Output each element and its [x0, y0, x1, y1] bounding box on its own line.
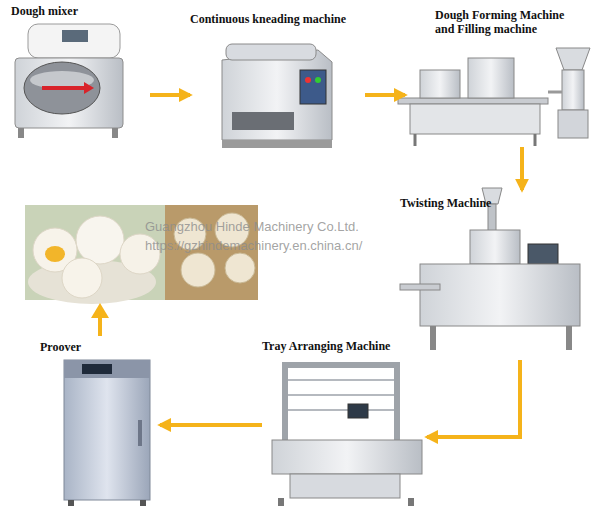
tray-arranging-drawing [288, 379, 394, 381]
forming-filling-drawing [398, 98, 548, 104]
flow-arrow [98, 316, 102, 336]
forming-filling-drawing [556, 48, 590, 70]
proover-drawing [82, 364, 112, 374]
flow-arrow [365, 93, 405, 97]
forming-filling-drawing [398, 48, 590, 146]
twisting-machine-drawing [420, 264, 580, 326]
twisting-machine-drawing [430, 326, 436, 350]
product-photo [45, 246, 65, 262]
dough-mixer-drawing [62, 30, 88, 42]
tray-arranging-drawing [278, 498, 284, 506]
flow-arrow [520, 147, 524, 190]
twisting-machine-drawing [566, 326, 572, 350]
product-photo [225, 253, 255, 283]
machine-label: Dough Forming Machine and Filling machin… [435, 8, 580, 36]
watermark-text: https://gzhindemachinery.en.china.cn/ [145, 238, 362, 253]
tray-arranging-drawing [272, 362, 422, 506]
forming-filling-drawing [562, 70, 584, 110]
tray-arranging-drawing [272, 440, 422, 474]
watermark-text: Guangzhou Hinde Machinery Co.Ltd. [145, 219, 359, 234]
machine-label: Proover [40, 340, 140, 354]
flow-arrow [427, 360, 520, 437]
flow-arrow [150, 93, 190, 97]
forming-filling-drawing [558, 110, 588, 138]
dough-mixer-drawing [15, 24, 123, 138]
machine-label: Twisting Machine [400, 196, 520, 210]
product-photo [181, 253, 215, 287]
flow-arrow [160, 423, 262, 427]
forming-filling-drawing [468, 58, 514, 98]
kneading-machine-drawing [300, 70, 326, 104]
flow-arrow [91, 303, 109, 336]
twisting-machine-drawing [528, 244, 558, 264]
flow-arrow [91, 303, 109, 318]
dough-mixer-drawing [42, 86, 84, 90]
kneading-machine-drawing [232, 112, 294, 130]
machine-node: Dough mixer [5, 4, 150, 146]
dough-mixer-drawing [15, 58, 123, 128]
machine-node: Tray Arranging Machine [262, 337, 427, 509]
forming-filling-drawing [548, 91, 562, 94]
dough-mixer-drawing [84, 82, 94, 94]
kneading-machine-drawing [222, 50, 332, 140]
dough-mixer-drawing [112, 128, 118, 138]
tray-arranging-drawing [288, 394, 394, 396]
tray-arranging-drawing [408, 498, 414, 506]
machine-label: Dough mixer [11, 4, 141, 18]
kneading-machine-drawing [305, 77, 311, 83]
dough-mixer-drawing [18, 128, 24, 138]
proover-drawing [64, 360, 150, 500]
forming-filling-drawing [420, 70, 460, 98]
machine-node: Proover [35, 338, 160, 508]
machine-label: Continuous kneading machine [190, 12, 365, 26]
proover-drawing [64, 360, 150, 378]
forming-filling-drawing [410, 104, 540, 134]
machine-node: Dough Forming Machine and Filling machin… [405, 5, 598, 147]
dough-mixer-drawing [28, 24, 120, 58]
dough-mixer-drawing [24, 62, 100, 114]
product-photo [62, 258, 102, 298]
proover-drawing [68, 500, 74, 506]
twisting-machine-drawing [400, 284, 440, 290]
product-photo [76, 216, 124, 264]
twisting-machine-drawing [400, 188, 580, 350]
proover-drawing [64, 360, 150, 506]
kneading-machine-drawing [222, 140, 332, 148]
tray-arranging-drawing [282, 362, 400, 368]
tray-arranging-drawing [348, 404, 368, 418]
tray-arranging-drawing [288, 409, 394, 411]
machine-node: Continuous kneading machine [190, 10, 365, 152]
machine-node: Twisting Machine [395, 190, 595, 360]
machine-label: Tray Arranging Machine [262, 339, 422, 353]
forming-filling-drawing [534, 134, 537, 146]
kneading-machine-drawing [315, 77, 321, 83]
proover-drawing [138, 420, 142, 446]
twisting-machine-drawing [470, 230, 520, 264]
tray-arranging-drawing [290, 474, 400, 498]
kneading-machine-drawing [226, 44, 316, 60]
forming-filling-drawing [414, 134, 417, 146]
proover-drawing [140, 500, 146, 506]
kneading-machine-drawing [222, 44, 332, 148]
